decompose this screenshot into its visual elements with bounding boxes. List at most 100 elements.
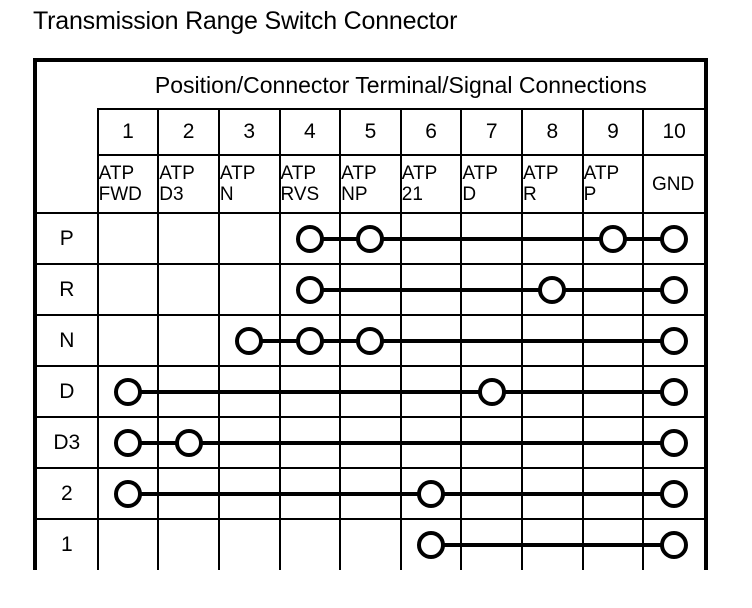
signal-name-line-2: N [219,184,234,205]
signal-name-line-2: D [462,184,477,205]
connection-wire [643,236,675,241]
cell-P-t4 [278,212,342,265]
signal-name-line-2: R [523,184,537,205]
signal-name-line-1: ATP [98,163,135,184]
signal-name-line-2: D3 [159,184,184,205]
cell-1-t9 [581,518,645,570]
cell-D3-t8 [521,416,584,469]
connection-wire [309,287,341,292]
connection-node [235,326,264,355]
cell-D-t3 [217,365,281,418]
cell-D3-t7 [460,416,523,469]
cell-N-t5 [339,314,402,367]
table-header-title: Position/Connector Terminal/Signal Conne… [97,62,704,110]
cell-N-t7 [460,314,523,367]
cell-D-t2 [157,365,220,418]
connection-wire [340,287,401,292]
connection-wire [158,491,219,496]
connection-wire [522,236,583,241]
signal-name-line-2: RVS [280,184,320,205]
connection-wire [127,389,159,394]
cell-2-t6 [399,467,463,520]
signal-name-line-1: ATP [341,163,377,184]
cell-2-t1 [96,467,160,520]
connection-node [660,479,689,508]
connection-node [356,224,385,253]
cell-D3-t4 [278,416,342,469]
cell-1-t10 [642,518,704,570]
cell-D3-t3 [217,416,281,469]
cell-P-t3 [217,212,281,265]
signal-name-line-2: P [583,184,597,205]
connection-wire [582,543,644,547]
signal-name-line-1: ATP [523,163,559,184]
connection-wire [127,491,159,496]
connection-wire [582,287,644,292]
cell-R-t7 [460,263,523,316]
terminal-number-8: 8 [521,108,584,156]
connection-node [295,224,324,253]
cell-D3-t10 [642,416,704,469]
connection-wire [400,389,462,394]
connection-node [660,224,689,253]
cell-P-t2 [157,212,220,265]
connection-wire [400,440,462,445]
cell-R-t10 [642,263,704,316]
connection-node [417,531,446,559]
table-row: D3 [37,416,704,469]
connection-wire [127,440,159,445]
connector-table: Position/Connector Terminal/Signal Conne… [37,62,704,570]
cell-1-t3 [217,518,281,570]
connection-node [660,377,689,406]
connection-node [660,428,689,457]
connection-wire [400,287,462,292]
cell-N-t10 [642,314,704,367]
cell-D3-t9 [581,416,645,469]
connection-wire [400,236,462,241]
terminal-number-3: 3 [217,108,281,156]
connection-node [295,275,324,304]
connection-wire [461,440,522,445]
connection-node [477,377,506,406]
terminal-number-5: 5 [339,108,402,156]
position-label-D3: D3 [37,416,99,469]
cell-1-t2 [157,518,220,570]
cell-2-t3 [217,467,281,520]
cell-D-t7 [460,365,523,418]
connection-wire [461,543,522,547]
signal-name-line-1: ATP [462,163,498,184]
position-label-N: N [37,314,99,367]
terminal-number-7: 7 [460,108,523,156]
connection-node [295,326,324,355]
connection-wire [582,440,644,445]
cell-D3-t2 [157,416,220,469]
connection-wire [249,338,280,343]
connection-wire [279,389,341,394]
signal-name-line-1: ATP [159,163,195,184]
table-row: 1 [37,518,704,570]
connection-wire [218,389,280,394]
signal-row-label-blank [37,155,98,213]
cell-R-t3 [217,263,281,316]
cell-N-t1 [96,314,160,367]
cell-P-t8 [521,212,584,265]
cell-2-t2 [157,467,220,520]
cell-1-t8 [521,518,584,570]
position-label-R: R [37,263,99,316]
cell-P-t6 [399,212,463,265]
connection-wire [461,338,522,343]
cell-D-t10 [642,365,704,418]
cell-R-t9 [581,263,645,316]
cell-R-t4 [278,263,342,316]
cell-P-t7 [460,212,523,265]
table-row: 2 [37,467,704,520]
cell-2-t4 [278,467,342,520]
cell-1-t4 [278,518,342,570]
connection-wire [279,440,341,445]
